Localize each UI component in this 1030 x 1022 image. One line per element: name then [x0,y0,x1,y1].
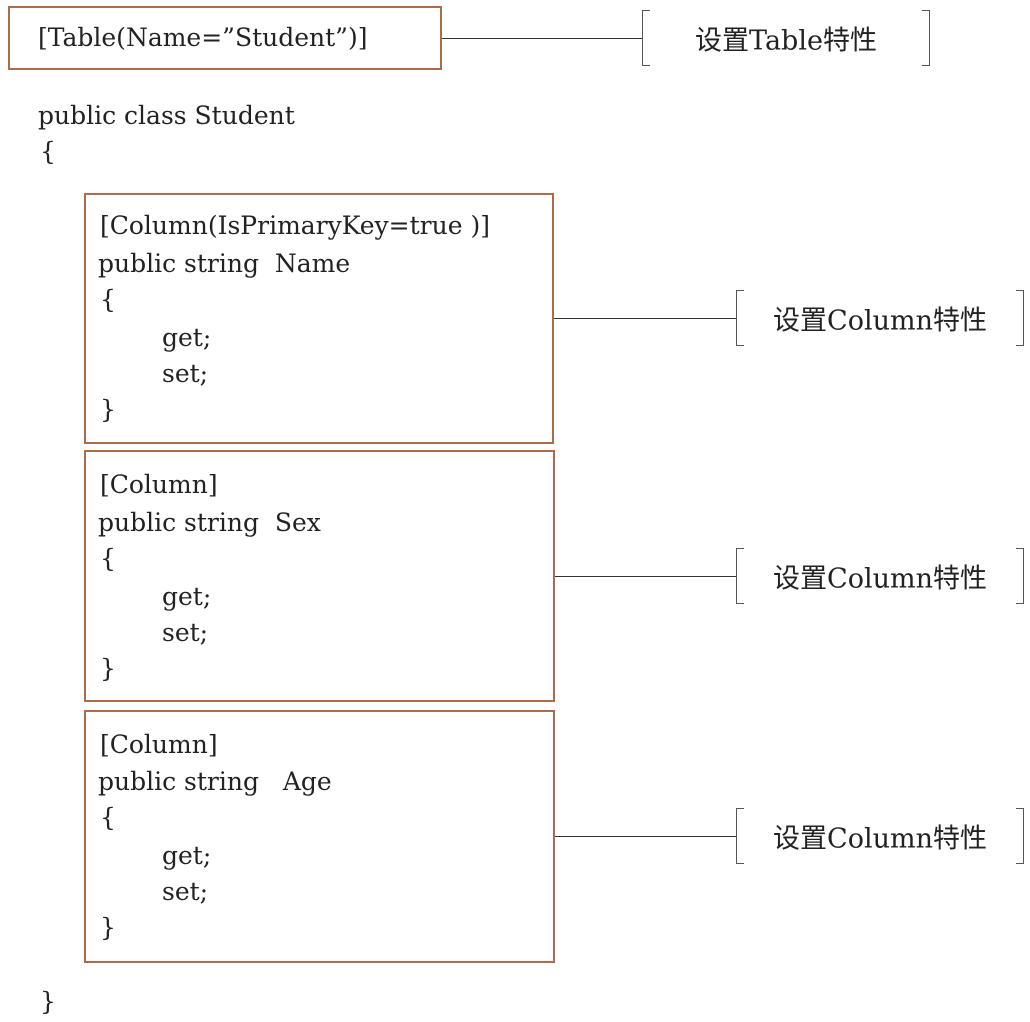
property-attribute: [Column(IsPrimaryKey=true )] [100,211,490,240]
property-open-brace: { [100,803,116,832]
table-callout-bracket: 设置Table特性 [642,10,930,66]
property-getter: get; [162,582,212,611]
class-close-brace: } [40,987,56,1016]
property-declaration: public string Name [98,249,351,278]
property-close-brace: } [100,395,116,424]
property-box-sex [84,450,555,702]
property-callout-bracket: 设置Column特性 [736,548,1024,604]
property-callout-connector [554,318,736,319]
property-callout-label: 设置Column特性 [773,305,987,337]
table-attribute-box [8,6,442,70]
class-open-brace: { [40,137,56,166]
property-getter: get; [162,841,212,870]
property-callout-bracket: 设置Column特性 [736,808,1024,864]
property-box-age [84,710,555,963]
property-setter: set; [162,877,209,906]
class-declaration: public class Student [38,101,295,130]
table-attribute-code: [Table(Name=”Student”)] [38,23,368,52]
property-close-brace: } [100,913,116,942]
property-setter: set; [162,359,209,388]
property-callout-label: 设置Column特性 [773,563,987,595]
property-close-brace: } [100,654,116,683]
property-open-brace: { [100,544,116,573]
property-callout-bracket: 设置Column特性 [736,290,1024,346]
property-declaration: public string Age [98,767,332,796]
table-callout-connector [442,38,642,39]
property-getter: get; [162,323,212,352]
table-callout-label: 设置Table特性 [695,25,877,57]
property-setter: set; [162,618,209,647]
property-callout-connector [555,576,736,577]
property-callout-connector [555,836,736,837]
property-attribute: [Column] [100,470,218,499]
property-box-name [84,193,554,444]
property-callout-label: 设置Column特性 [773,823,987,855]
property-declaration: public string Sex [98,508,321,537]
property-open-brace: { [100,285,116,314]
property-attribute: [Column] [100,730,218,759]
